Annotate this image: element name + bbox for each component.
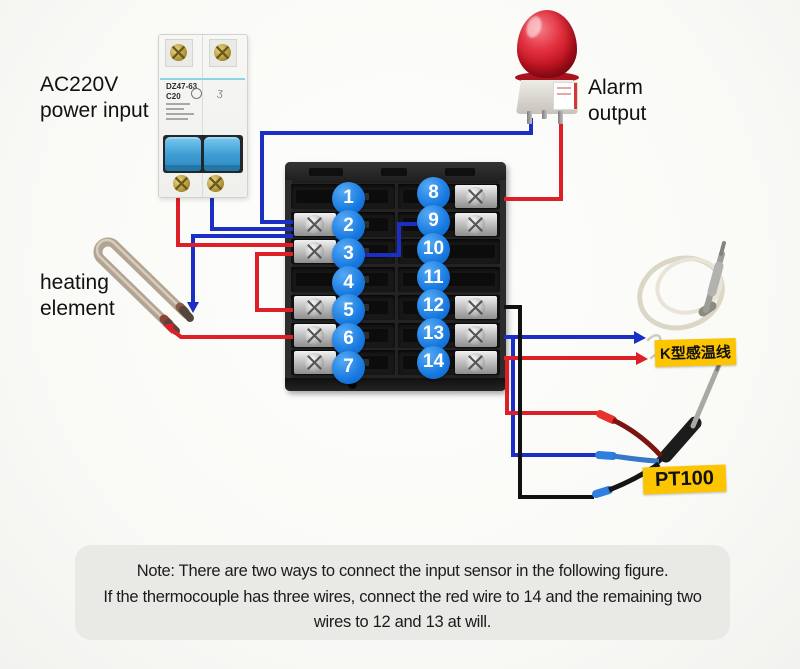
alarm-lamp <box>514 10 580 124</box>
heating-element-line2: element <box>40 296 115 320</box>
terminal-badge-7: 7 <box>332 350 365 384</box>
terminal-block-top-rail <box>285 162 506 183</box>
screw-terminal <box>294 323 336 347</box>
terminal-badge-12: 12 <box>417 289 450 323</box>
circuit-breaker: DZ47-63 C20 ʒ <box>158 34 248 198</box>
screw-terminal <box>455 323 497 347</box>
terminal-badge-2: 2 <box>332 209 365 243</box>
breaker-top-terminal-left <box>165 39 193 67</box>
wire-jumper-3-9 <box>362 222 420 257</box>
power-input-label: AC220V power input <box>40 72 149 123</box>
wire-heater-neutral <box>187 234 293 313</box>
terminal-badge-10: 10 <box>417 232 450 266</box>
alarm-label-sticker <box>553 82 578 110</box>
breaker-stripe <box>160 78 245 80</box>
breaker-model: DZ47-63 <box>166 82 198 91</box>
screw-terminal <box>294 351 336 375</box>
mounting-hole <box>348 380 357 389</box>
pt100-sensor-label: PT100 <box>642 464 727 495</box>
breaker-fineprint <box>166 113 194 115</box>
wire-ac-neutral <box>210 184 293 231</box>
terminal-badge-6: 6 <box>332 322 365 356</box>
breaker-bottom-terminal-right <box>207 175 224 192</box>
alarm-pin <box>542 110 547 119</box>
terminal-block-left-rail <box>285 180 292 378</box>
terminal-block-right-rail <box>499 180 506 378</box>
wire-sensor-red <box>504 352 663 458</box>
breaker-fineprint <box>166 108 184 110</box>
breaker-fineprint <box>166 103 190 105</box>
wire-heater-live <box>163 323 293 339</box>
wire-sensor-blue <box>504 331 660 464</box>
breaker-top-terminal-right <box>209 39 237 67</box>
screw-terminal <box>455 295 497 319</box>
note-line-3: wires to 12 and 13 at will. <box>313 613 492 632</box>
breaker-toggle-right[interactable] <box>204 137 240 171</box>
breaker-fineprint <box>166 118 188 120</box>
breaker-rating: C20 <box>166 92 181 101</box>
alarm-output-line1: Alarm <box>588 76 643 99</box>
ce-mark-icon <box>191 88 202 99</box>
breaker-handle-slot <box>163 135 243 173</box>
breaker-toggle-left[interactable] <box>165 137 201 171</box>
k-type-sensor-label: K型感温线 <box>654 337 737 368</box>
heating-element-label: heating element <box>40 270 115 321</box>
terminal-badge-9: 9 <box>417 204 450 238</box>
pt100-sensor <box>654 357 723 465</box>
wire-jumper-3-5 <box>255 252 293 312</box>
terminal-badge-14: 14 <box>417 345 450 379</box>
note-line-1: Note: There are two ways to connect the … <box>136 562 669 580</box>
wire-ac-live <box>176 184 293 247</box>
screw-icon <box>214 44 231 61</box>
terminal-badge-5: 5 <box>332 294 365 328</box>
terminal-badge-1: 1 <box>332 181 365 215</box>
screw-terminal <box>294 240 336 264</box>
terminal-slot <box>398 322 500 348</box>
alarm-pin <box>558 111 563 124</box>
screw-terminal <box>455 185 497 208</box>
power-input-line1: AC220V <box>40 73 119 96</box>
alarm-dome <box>517 10 577 78</box>
terminal-badge-13: 13 <box>417 317 450 351</box>
power-input-line2: power input <box>40 98 149 122</box>
screw-icon <box>170 44 187 61</box>
terminal-badge-11: 11 <box>417 261 450 295</box>
terminal-badge-4: 4 <box>332 266 365 300</box>
screw-terminal <box>455 212 497 236</box>
breaker-seam <box>202 35 203 197</box>
terminal-badge-3: 3 <box>332 237 365 271</box>
note-line-2: If the thermocouple has three wires, con… <box>103 587 702 606</box>
alarm-output-line2: output <box>588 101 647 125</box>
screw-terminal <box>294 212 336 236</box>
note-box: Note: There are two ways to connect the … <box>75 545 730 640</box>
terminal-badge-8: 8 <box>417 176 450 210</box>
breaker-curve-symbol: ʒ <box>216 86 224 100</box>
screw-terminal <box>455 351 497 375</box>
alarm-output-label: Alarm output <box>588 75 646 126</box>
alarm-pin <box>527 111 532 124</box>
wire-alarm-neutral <box>260 118 533 224</box>
heating-element-line1: heating <box>40 271 109 294</box>
wire-alarm-live <box>504 121 563 201</box>
screw-terminal <box>294 295 336 319</box>
breaker-bottom-terminal-left <box>173 175 190 192</box>
